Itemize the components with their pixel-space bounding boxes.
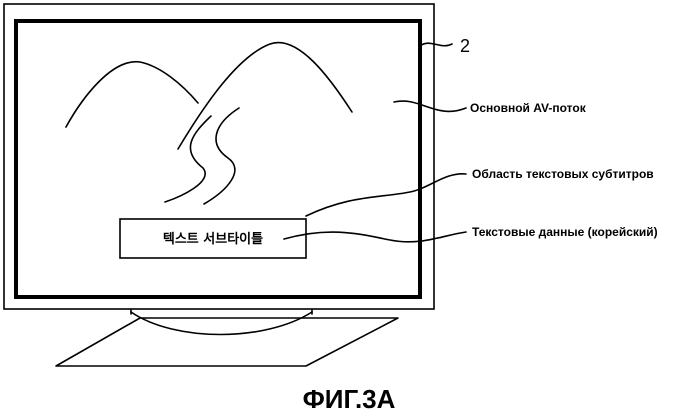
- reference-numeral: 2: [460, 36, 470, 56]
- callout-text-data: Текстовые данные (корейский): [472, 225, 658, 239]
- callout-main-stream: Основной AV-поток: [470, 101, 587, 115]
- subtitle-text: 텍스트 서브타이틀: [163, 231, 263, 247]
- callout-subtitle-region: Область текстовых субтитров: [472, 167, 654, 181]
- monitor-stand-neck: [131, 312, 312, 335]
- monitor-stand-base: [56, 318, 398, 366]
- figure-caption: ФИГ.3А: [303, 384, 396, 414]
